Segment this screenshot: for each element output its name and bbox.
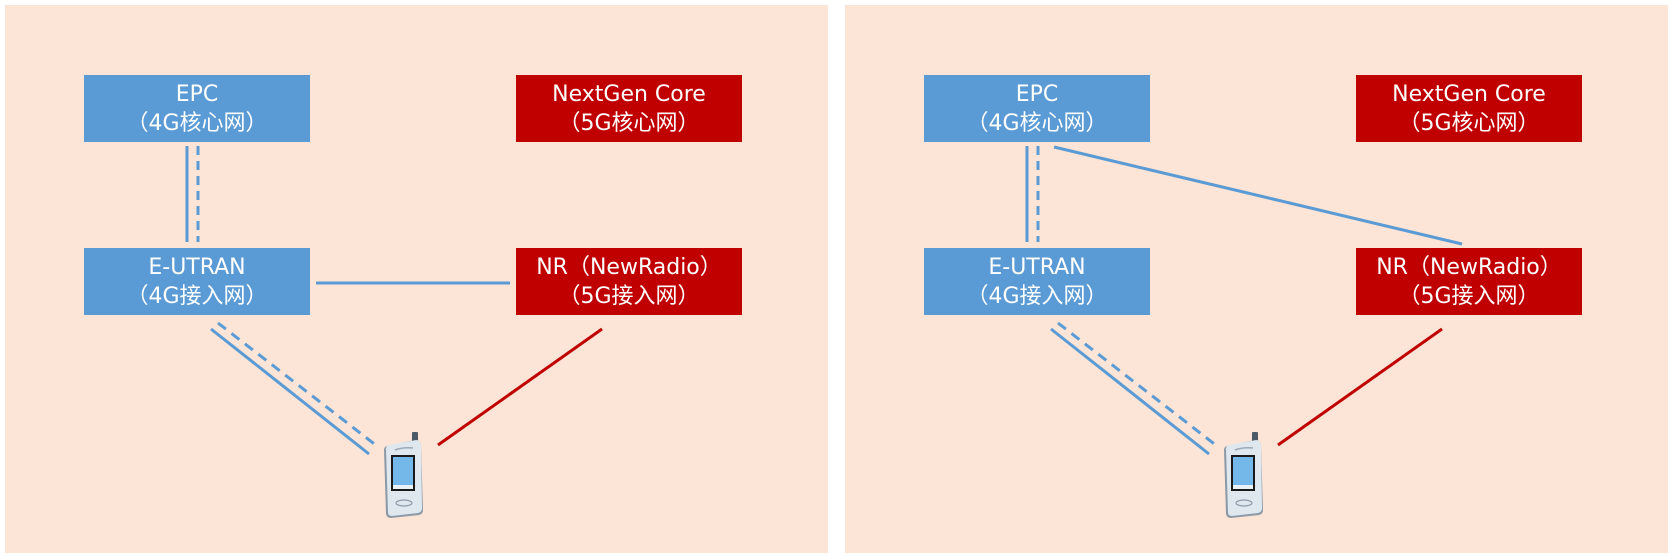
links-layer — [185, 146, 603, 456]
link-eutran-ue-solid — [1050, 327, 1210, 456]
node-epc: EPC （4G核心网） — [924, 75, 1150, 142]
node-eutran: E-UTRAN （4G接入网） — [924, 248, 1150, 315]
node-nextgen-core-title: NextGen Core — [1392, 81, 1546, 107]
node-epc-subtitle: （4G核心网） — [966, 110, 1108, 136]
diagram-panel-left: EPC （4G核心网） NextGen Core （5G核心网） E-UTRAN… — [5, 5, 828, 553]
link-eutran-ue-solid — [210, 327, 370, 456]
mobile-phone-icon — [1224, 432, 1263, 518]
node-eutran-subtitle: （4G接入网） — [126, 283, 268, 309]
node-nr-title: NR（NewRadio） — [1376, 254, 1562, 280]
node-nextgen-core: NextGen Core （5G核心网） — [1356, 75, 1582, 142]
node-eutran: E-UTRAN （4G接入网） — [84, 248, 310, 315]
node-nr: NR（NewRadio） （5G接入网） — [1356, 248, 1582, 315]
node-nextgen-core-subtitle: （5G核心网） — [558, 110, 700, 136]
node-nextgen-core-subtitle: （5G核心网） — [1398, 110, 1540, 136]
node-eutran-subtitle: （4G接入网） — [966, 283, 1108, 309]
node-nextgen-core: NextGen Core （5G核心网） — [516, 75, 742, 142]
node-epc-title: EPC — [175, 81, 219, 107]
node-nr-subtitle: （5G接入网） — [1398, 283, 1540, 309]
diagram-panel-right: EPC （4G核心网） NextGen Core （5G核心网） E-UTRAN… — [845, 5, 1668, 553]
node-eutran-title: E-UTRAN — [148, 254, 246, 280]
links-layer — [1025, 145, 1463, 456]
mobile-phone-icon — [384, 432, 423, 518]
node-nr: NR（NewRadio） （5G接入网） — [516, 248, 742, 315]
node-nr-subtitle: （5G接入网） — [558, 283, 700, 309]
node-eutran-title: E-UTRAN — [988, 254, 1086, 280]
link-eutran-ue-dashed — [1057, 321, 1218, 448]
node-epc: EPC （4G核心网） — [84, 75, 310, 142]
link-nr-ue — [1277, 327, 1443, 447]
node-epc-subtitle: （4G核心网） — [126, 110, 268, 136]
link-epc-nr — [1053, 145, 1463, 246]
node-nextgen-core-title: NextGen Core — [552, 81, 706, 107]
link-eutran-ue-dashed — [217, 321, 378, 448]
node-epc-title: EPC — [1015, 81, 1059, 107]
link-nr-ue — [437, 327, 603, 447]
node-nr-title: NR（NewRadio） — [536, 254, 722, 280]
